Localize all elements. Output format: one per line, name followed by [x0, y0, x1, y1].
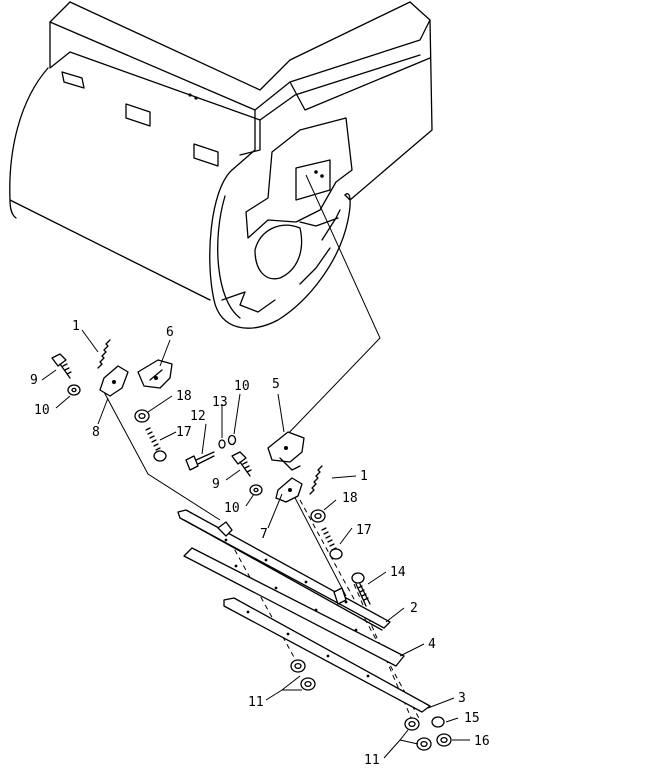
- nut-18-left: [134, 409, 150, 423]
- washer-10-left: [67, 384, 81, 396]
- label-1-right: 1: [360, 469, 368, 484]
- label-7: 7: [260, 527, 268, 542]
- bolt-17-right: [321, 527, 343, 560]
- label-13: 13: [212, 395, 228, 410]
- label-11-right: 11: [364, 753, 380, 768]
- bolt-12: [185, 451, 215, 471]
- label-11-left: 11: [248, 695, 264, 710]
- label-8: 8: [92, 425, 100, 440]
- label-6: 6: [166, 325, 174, 340]
- washer-10-upper: [227, 434, 237, 446]
- label-17-left: 17: [176, 425, 192, 440]
- scraper-plate-4: [183, 547, 405, 667]
- scraper-plates: [177, 509, 431, 713]
- label-16: 16: [474, 734, 490, 749]
- right-mount-assembly: [231, 431, 343, 560]
- bolt-14: [351, 572, 371, 607]
- left-mount-assembly: [51, 339, 237, 471]
- lower-hardware: [265, 572, 452, 759]
- part-labels: 1 6 9 10 18 8 17 12 13 10 5 1 9 10 18 7 …: [30, 319, 490, 768]
- label-15: 15: [464, 711, 480, 726]
- label-2: 2: [410, 601, 418, 616]
- nut-16: [436, 733, 452, 747]
- label-3: 3: [458, 691, 466, 706]
- label-17-right: 17: [356, 523, 372, 538]
- lockwasher-13: [218, 439, 226, 449]
- label-10-right: 10: [224, 501, 240, 516]
- bolt-9-left: [51, 353, 72, 379]
- assembly-lines: [103, 174, 421, 721]
- label-1-left: 1: [72, 319, 80, 334]
- label-10-upper: 10: [234, 379, 250, 394]
- label-18-left: 18: [176, 389, 192, 404]
- bracket-6: [137, 359, 173, 389]
- label-9-right: 9: [212, 477, 220, 492]
- spring-1-right: [309, 465, 323, 495]
- spring-1-left: [97, 339, 111, 369]
- label-14: 14: [390, 565, 406, 580]
- label-5: 5: [272, 377, 280, 392]
- roller-drum-illustration: [9, 1, 433, 329]
- plate-holes: [224, 538, 370, 678]
- label-9-left: 9: [30, 373, 38, 388]
- washer-10-right: [249, 484, 263, 496]
- label-4: 4: [428, 637, 436, 652]
- bolt-17-left: [145, 427, 167, 462]
- label-18-right: 18: [342, 491, 358, 506]
- nut-18-right: [310, 509, 326, 523]
- label-12: 12: [190, 409, 206, 424]
- scraper-plate-3: [223, 597, 431, 713]
- bolt-9-right: [231, 451, 252, 477]
- label-10-left: 10: [34, 403, 50, 418]
- nut-11-right-pair: [383, 717, 432, 759]
- nut-11-left-pair: [265, 659, 316, 701]
- label-leaders: [41, 329, 470, 741]
- washer-15: [431, 716, 445, 728]
